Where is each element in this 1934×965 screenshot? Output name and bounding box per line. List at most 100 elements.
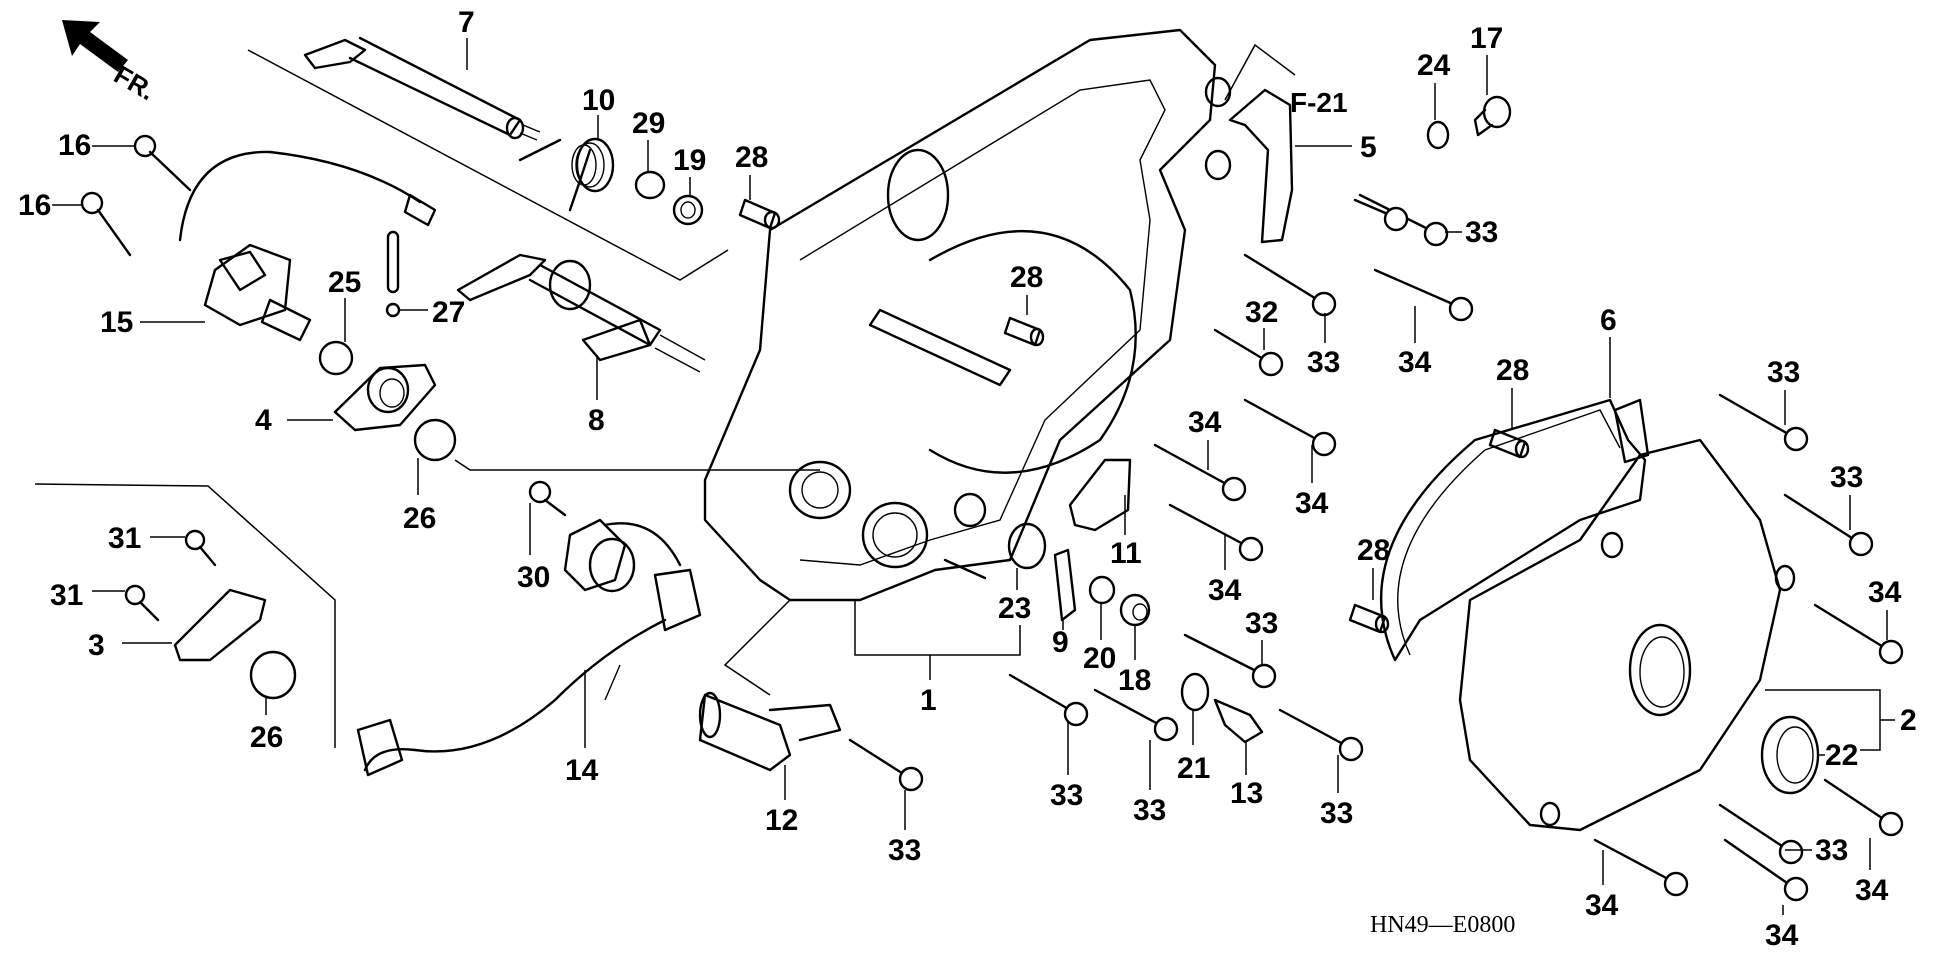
callout-30[interactable]: 30 (517, 561, 550, 594)
callout-28-top[interactable]: 28 (735, 141, 768, 174)
callout-28-lower[interactable]: 28 (1357, 534, 1390, 567)
callout-34-f[interactable]: 34 (1855, 874, 1889, 907)
diagram-code: HN49—E0800 (1370, 912, 1515, 938)
callout-31-upper[interactable]: 31 (108, 522, 141, 555)
callout-16-lower[interactable]: 16 (18, 189, 51, 222)
callout-33-d[interactable]: 33 (1320, 797, 1353, 830)
callout-34-g[interactable]: 34 (1585, 889, 1619, 922)
bolt-shaft (1168, 503, 1247, 547)
callout-7[interactable]: 7 (458, 6, 475, 39)
bolt-head (898, 766, 924, 792)
part-31-bolt-upper (184, 529, 217, 567)
part-28-dowel-right (1488, 428, 1530, 459)
callout-33-e[interactable]: 33 (1245, 607, 1278, 640)
part-16-bolt-lower (80, 191, 132, 257)
callout-33-c[interactable]: 33 (1133, 794, 1166, 827)
callout-33-i[interactable]: 33 (1830, 461, 1863, 494)
flange-bolt (1183, 633, 1277, 689)
callout-21[interactable]: 21 (1177, 752, 1210, 785)
part-21-washer (1180, 672, 1210, 712)
flange-bolt (1243, 398, 1337, 457)
callout-33-g[interactable]: 33 (1465, 216, 1498, 249)
callout-10[interactable]: 10 (582, 84, 615, 117)
bolt-shaft (1213, 328, 1267, 362)
bolt-shaft (1718, 803, 1787, 850)
part-18-nut (1119, 593, 1151, 627)
part-3-cover (173, 588, 267, 662)
callout-26-lower[interactable]: 26 (250, 721, 283, 754)
callout-34-c[interactable]: 34 (1208, 574, 1242, 607)
part-9-plate (1053, 548, 1077, 622)
part-11-bracket (1068, 458, 1132, 532)
flange-bolt (1723, 838, 1809, 902)
callout-28-mid[interactable]: 28 (1010, 261, 1043, 294)
callout-20[interactable]: 20 (1083, 642, 1116, 675)
callout-34-b[interactable]: 34 (1295, 487, 1329, 520)
callout-23[interactable]: 23 (998, 592, 1031, 625)
callout-33-j[interactable]: 33 (1815, 834, 1848, 867)
bolt-head (1311, 431, 1337, 457)
part-28-dowel-mid (1003, 316, 1045, 347)
part-5-bracket (1228, 88, 1294, 244)
callout-14[interactable]: 14 (565, 754, 599, 787)
bolt-shaft (1243, 398, 1320, 442)
callout-5[interactable]: 5 (1360, 131, 1377, 164)
callout-12[interactable]: 12 (765, 804, 798, 837)
callout-13[interactable]: 13 (1230, 777, 1263, 810)
callout-33-f[interactable]: 33 (1307, 346, 1340, 379)
part-14-harness (356, 522, 702, 777)
callout-1[interactable]: 1 (920, 684, 937, 717)
callout-4[interactable]: 4 (255, 404, 272, 437)
callout-24[interactable]: 24 (1417, 49, 1451, 82)
callout-33-b[interactable]: 33 (1050, 779, 1083, 812)
bolt-group (848, 193, 1904, 902)
flange-bolt (1093, 688, 1179, 742)
callout-34-h[interactable]: 34 (1765, 919, 1799, 952)
callout-34-d[interactable]: 34 (1398, 346, 1432, 379)
callout-26-upper[interactable]: 26 (403, 502, 436, 535)
callout-6[interactable]: 6 (1600, 304, 1617, 337)
callout-31-lower[interactable]: 31 (50, 579, 83, 612)
bolt-head (1238, 536, 1264, 562)
callout-16-upper[interactable]: 16 (58, 129, 91, 162)
bolt-head (1778, 839, 1804, 865)
callout-22[interactable]: 22 (1825, 739, 1858, 772)
callout-34-a[interactable]: 34 (1188, 406, 1222, 439)
part-12-cylinder (698, 691, 842, 772)
callout-18[interactable]: 18 (1118, 664, 1151, 697)
divider-line-top (247, 49, 729, 281)
flange-bolt (1153, 443, 1247, 502)
part-1-crankcase (703, 28, 1232, 602)
bolt-head (1783, 426, 1809, 452)
callout-29[interactable]: 29 (632, 107, 665, 140)
callout-15[interactable]: 15 (100, 306, 133, 339)
callout-33-a[interactable]: 33 (888, 834, 921, 867)
flange-bolt (1168, 503, 1264, 562)
callout-3[interactable]: 3 (88, 629, 105, 662)
callout-25[interactable]: 25 (328, 266, 361, 299)
part-15-sensor (178, 150, 437, 342)
callout-9[interactable]: 9 (1052, 626, 1069, 659)
callout-27[interactable]: 27 (432, 296, 465, 329)
callout-8[interactable]: 8 (588, 404, 605, 437)
leader-12-link (723, 599, 791, 696)
callout-2[interactable]: 2 (1900, 704, 1917, 737)
callout-19[interactable]: 19 (673, 144, 706, 177)
bolt-shaft (1183, 633, 1260, 674)
part-28-dowel-lower (1348, 603, 1390, 634)
bolt-shaft (1373, 268, 1457, 307)
flange-bolt (1718, 393, 1809, 452)
callout-34-e[interactable]: 34 (1868, 576, 1902, 609)
callout-11[interactable]: 11 (1110, 537, 1142, 570)
flange-bolt (1008, 673, 1089, 727)
bolt-head (1221, 476, 1247, 502)
callout-28-right[interactable]: 28 (1496, 354, 1529, 387)
callout-32[interactable]: 32 (1245, 296, 1278, 329)
bracket-1 (854, 600, 1021, 656)
flange-bolt (1243, 253, 1337, 317)
reference-link-f21[interactable]: F-21 (1290, 87, 1348, 118)
callout-17[interactable]: 17 (1470, 22, 1503, 55)
flange-bolt (1783, 493, 1874, 557)
callout-33-h[interactable]: 33 (1767, 356, 1800, 389)
